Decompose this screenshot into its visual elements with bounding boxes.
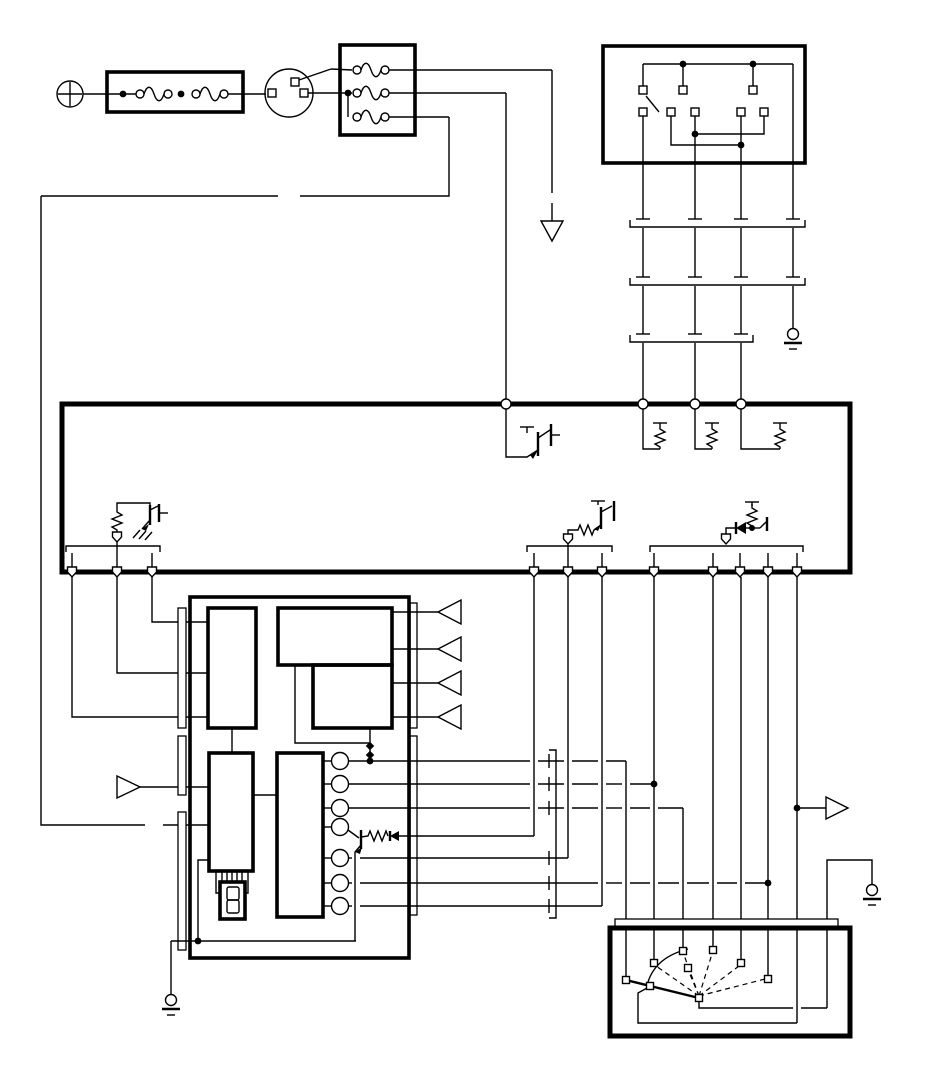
- sender-contact: [736, 958, 746, 968]
- resistor-taps: [655, 953, 766, 997]
- connector-bar-3: [629, 335, 754, 343]
- instrument-cluster: [162, 595, 534, 1016]
- battery-positive-terminal: [56, 80, 84, 108]
- ground-icon: [162, 941, 180, 1016]
- switch-contact: [638, 107, 648, 117]
- sender-contact: [763, 974, 773, 984]
- wiper-arm-contact: [645, 981, 655, 991]
- resistor-icon: [740, 409, 787, 450]
- control-unit: [59, 398, 853, 579]
- ignition-switch: [264, 68, 332, 118]
- switch-blade: [645, 95, 660, 113]
- harness-wires: [636, 163, 800, 401]
- cluster-driver-circuit: [347, 829, 534, 941]
- sender-contact: [708, 945, 718, 955]
- connector-bar-2: [629, 278, 806, 286]
- driver-circuit-left: [110, 502, 168, 544]
- sender-contact: [678, 946, 688, 956]
- off-page-arrow-down: [539, 220, 565, 243]
- module-box: [206, 606, 258, 730]
- ground-icon: [784, 327, 802, 350]
- seven-segment-display: [215, 871, 249, 921]
- bottom-pins: [66, 566, 803, 579]
- fuse-box-main: [83, 70, 266, 114]
- wiper-arm: [625, 978, 700, 1000]
- chassis-ground-icon: [132, 529, 153, 541]
- sender-contact: [683, 963, 693, 973]
- fuel-level-sender: [607, 918, 853, 1039]
- multi-position-switch-assembly: [601, 44, 807, 165]
- switch-contact: [690, 107, 700, 117]
- fuse-box-secondary: [308, 43, 552, 137]
- connector-bar-1: [629, 220, 806, 228]
- contact-pin: [562, 533, 574, 546]
- sender-contact: [649, 958, 659, 968]
- off-page-arrow-right: [797, 795, 850, 821]
- module-box: [311, 663, 394, 730]
- contact-pin: [720, 533, 732, 546]
- pin1-wire: [348, 757, 626, 765]
- fuse-icon: [135, 86, 173, 102]
- harness-mid: [348, 577, 881, 1023]
- connector-bracket: [526, 545, 613, 552]
- inline-connector-bars: [629, 163, 806, 401]
- sender-ground: [826, 859, 881, 1008]
- off-page-arrow-into-cluster: [116, 774, 209, 800]
- contact-pin: [111, 531, 123, 544]
- pin2-wire: [348, 780, 658, 788]
- transistor-icon: [505, 409, 560, 459]
- switch-contact: [748, 85, 758, 95]
- switch-contact: [736, 107, 746, 117]
- cluster-pins: [323, 751, 350, 916]
- warning-arrow-outputs: [392, 598, 462, 731]
- module-box: [276, 606, 394, 667]
- connector-bracket: [649, 545, 804, 552]
- sender-contact: [621, 975, 631, 985]
- resistor-icon: [694, 409, 719, 450]
- wiper-pivot-contact: [694, 993, 704, 1003]
- switch-contact: [638, 85, 648, 95]
- pin6-wire: [348, 879, 772, 887]
- pin-stubs: [71, 542, 798, 567]
- vertical-inline-connector: [548, 749, 557, 919]
- digit-8: [226, 886, 240, 914]
- feed-wires: [40, 70, 565, 826]
- fuse-icon: [191, 86, 229, 102]
- driver-circuit-middle: [562, 500, 616, 546]
- switch-contact: [759, 107, 769, 117]
- switch-contact: [666, 107, 676, 117]
- module-box: [207, 751, 255, 873]
- driver-circuit-right: [720, 501, 769, 546]
- connector-bracket: [65, 545, 161, 552]
- switch-contact: [678, 85, 688, 95]
- module-box: [275, 751, 325, 919]
- resistor-icon: [642, 409, 667, 450]
